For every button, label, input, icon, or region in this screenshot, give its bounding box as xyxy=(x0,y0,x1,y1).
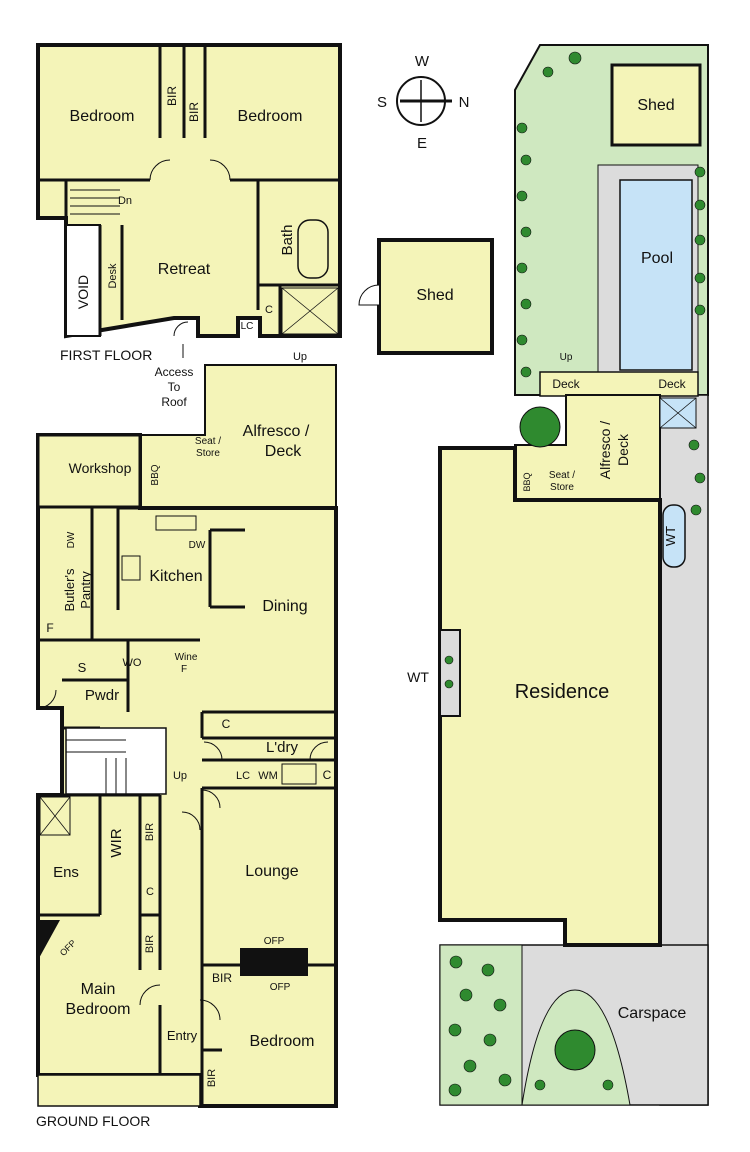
kitchen-sink xyxy=(155,515,197,531)
compass: W S N E xyxy=(377,53,469,152)
pool xyxy=(619,179,693,371)
bathtub xyxy=(297,219,329,279)
c-upper-label: C xyxy=(222,717,231,731)
fireplace xyxy=(240,948,308,976)
bbq-label: BBQ xyxy=(150,464,161,485)
up-top-label: Up xyxy=(293,351,307,363)
residence-label: Residence xyxy=(515,681,610,703)
ens-label: Ens xyxy=(53,864,79,881)
access-line-2: To xyxy=(168,380,181,394)
shed-middle-label: Shed xyxy=(416,287,453,304)
ldry-label: L'dry xyxy=(266,739,299,756)
residence-block xyxy=(438,446,662,947)
workshop-room xyxy=(36,433,142,509)
c-right-label: C xyxy=(323,768,332,782)
dw-kitchen-label: DW xyxy=(189,540,206,551)
carspace-label: Carspace xyxy=(618,1005,687,1022)
porch xyxy=(37,1074,201,1107)
first-floor-label: FIRST FLOOR xyxy=(60,347,152,363)
compass-s: S xyxy=(377,94,387,111)
c-label: C xyxy=(265,304,273,316)
dining-label: Dining xyxy=(262,598,307,615)
site-wt-side-label: WT xyxy=(663,526,678,546)
shed-middle: Shed xyxy=(358,238,494,355)
wine-line-1: Wine xyxy=(175,652,198,663)
kitchen-label: Kitchen xyxy=(149,568,202,585)
bedroom-ground-label: Bedroom xyxy=(250,1033,315,1050)
first-floor: Bedroom Bedroom BIR BIR Dn Bath VOID Des… xyxy=(36,43,342,409)
site-plan: Shed Pool Up Deck Deck Alfresco / Deck S… xyxy=(407,44,709,1106)
pool-label: Pool xyxy=(641,250,673,267)
tree-canopy-front xyxy=(554,1029,596,1071)
seat-line-1: Seat / xyxy=(195,436,221,447)
s-label: S xyxy=(78,660,87,675)
bir-2-label: BIR xyxy=(144,935,156,953)
f-pantry-label: F xyxy=(46,621,53,635)
ground-floor: Up Alfresco / Deck Seat / Store BBQ Work… xyxy=(36,351,338,1129)
bir-4-label: BIR xyxy=(206,1069,218,1087)
access-line-1: Access xyxy=(155,365,194,379)
site-deck-left-label: Deck xyxy=(552,377,580,391)
dw-pantry-label: DW xyxy=(66,531,77,548)
wo-label: WO xyxy=(123,657,142,669)
lc-label: LC xyxy=(241,321,254,332)
alfresco-line-1: Alfresco / xyxy=(243,423,310,440)
bedroom-left-label: Bedroom xyxy=(70,108,135,125)
site-seat-line-2: Store xyxy=(550,482,574,493)
bir-a-label: BIR xyxy=(165,86,179,106)
compass-w: W xyxy=(415,53,430,70)
main-bedroom-line-1: Main xyxy=(81,981,116,998)
dn-label: Dn xyxy=(118,195,132,207)
wm-label: WM xyxy=(258,770,278,782)
access-line-3: Roof xyxy=(161,395,187,409)
ofp-bedroom-label: OFP xyxy=(270,982,291,993)
site-shed-label: Shed xyxy=(637,97,674,114)
butlers-line-1: Butler's xyxy=(62,568,77,611)
entry-label: Entry xyxy=(167,1028,198,1043)
bir-1-label: BIR xyxy=(144,823,156,841)
site-up-label: Up xyxy=(560,352,573,363)
bir-b-label: BIR xyxy=(187,102,201,122)
up-stairs-label: Up xyxy=(173,770,187,782)
retreat-label: Retreat xyxy=(158,261,211,278)
alfresco-line-2: Deck xyxy=(265,443,302,460)
site-wt-left-label: WT xyxy=(407,669,429,685)
shower xyxy=(281,287,339,335)
lounge-label: Lounge xyxy=(245,863,298,880)
seat-line-2: Store xyxy=(196,448,220,459)
bath-label: Bath xyxy=(279,225,296,256)
wine-line-2: F xyxy=(181,664,187,675)
site-alfresco-line-1: Alfresco / xyxy=(597,421,613,479)
ground-floor-label: GROUND FLOOR xyxy=(36,1113,150,1129)
void-label: VOID xyxy=(75,275,91,309)
bedroom-right-label: Bedroom xyxy=(238,108,303,125)
site-seat-line-1: Seat / xyxy=(549,470,575,481)
wir-label: WIR xyxy=(108,828,125,857)
first-floor-outline xyxy=(36,43,342,339)
tree-canopy-rear xyxy=(519,406,561,448)
site-bbq-label: BBQ xyxy=(522,472,532,491)
workshop-label: Workshop xyxy=(69,460,132,476)
compass-e: E xyxy=(417,135,427,152)
site-deck-right-label: Deck xyxy=(658,377,686,391)
c-hall-label: C xyxy=(146,886,154,898)
main-bedroom-line-2: Bedroom xyxy=(66,1001,131,1018)
lc-ground-label: LC xyxy=(236,770,250,782)
ofp-lounge-label: OFP xyxy=(264,936,285,947)
desk-label: Desk xyxy=(107,263,119,289)
bir-3-label: BIR xyxy=(212,971,232,985)
site-alfresco-line-2: Deck xyxy=(615,433,631,466)
compass-n: N xyxy=(459,94,470,111)
butlers-line-2: Pantry xyxy=(78,571,93,609)
pwdr-label: Pwdr xyxy=(85,687,119,704)
